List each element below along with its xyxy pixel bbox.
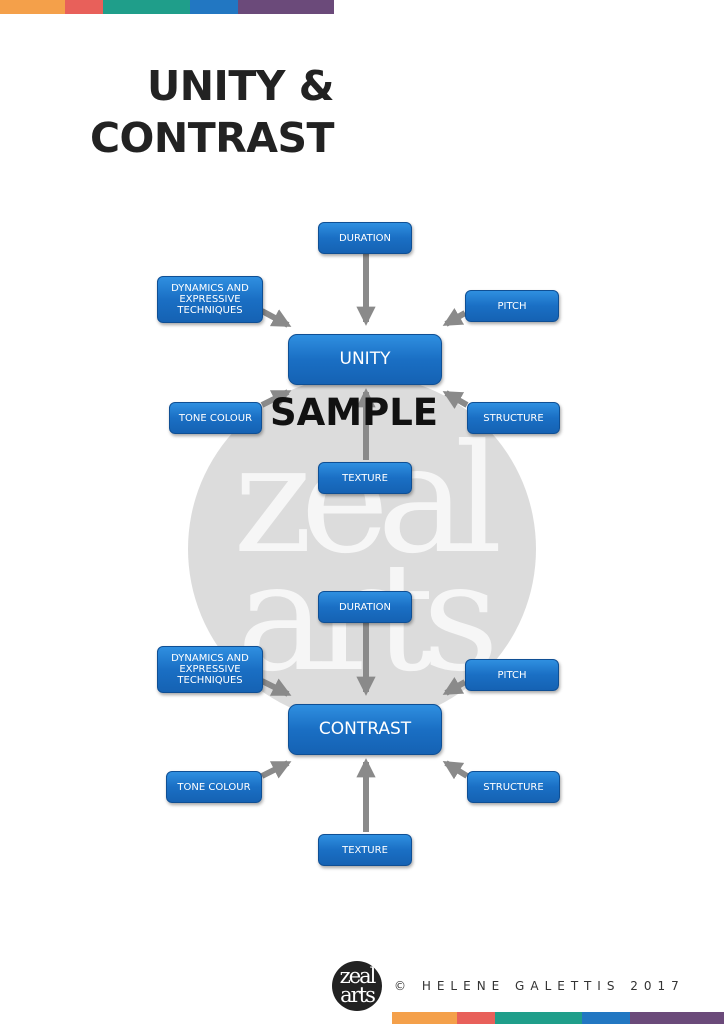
arrow-pitch-to-contrast [442,676,467,696]
arrow-structure-to-unity [442,390,469,409]
bar-segment [392,1012,457,1024]
arrow-tone-colour-to-contrast [260,760,292,779]
node-dynamics: DYNAMICS AND EXPRESSIVE TECHNIQUES [157,646,263,693]
bar-segment [0,0,65,14]
sample-watermark: SAMPLE [270,391,439,434]
bar-segment [582,1012,630,1024]
bar-segment [65,0,103,14]
title-line-2: CONTRAST [89,114,335,162]
node-unity: UNITY [288,334,442,385]
node-duration: DURATION [318,591,412,623]
top-color-bar [0,0,334,14]
node-duration: DURATION [318,222,412,254]
arrow-pitch-to-unity [442,307,467,327]
bar-segment [190,0,238,14]
bar-segment [238,0,334,14]
bar-segment [103,0,190,14]
node-pitch: PITCH [465,290,559,322]
logo-line-2: arts [340,983,376,1007]
zeal-arts-logo: zeal arts [332,961,382,1011]
node-dynamics: DYNAMICS AND EXPRESSIVE TECHNIQUES [157,276,263,323]
bar-segment [630,1012,724,1024]
bottom-color-bar [392,1012,724,1024]
arrow-tone-colour-to-unity [260,389,292,408]
node-structure: STRUCTURE [467,771,560,803]
node-structure: STRUCTURE [467,402,560,434]
arrow-dynamics-to-unity [260,308,292,328]
bar-segment [457,1012,495,1024]
arrow-structure-to-contrast [442,760,469,780]
node-tone-colour: TONE COLOUR [166,771,262,803]
node-tone-colour: TONE COLOUR [169,402,262,434]
node-texture: TEXTURE [318,462,412,494]
node-contrast: CONTRAST [288,704,442,755]
title-line-1: UNITY & [146,62,335,110]
arrow-dynamics-to-contrast [260,678,292,697]
bar-segment [495,1012,582,1024]
page-title: UNITY & CONTRAST [60,60,335,164]
node-pitch: PITCH [465,659,559,691]
logo-line-1: zeal [339,964,377,988]
copyright-text: © HELENE GALETTIS 2017 [394,979,685,993]
node-texture: TEXTURE [318,834,412,866]
